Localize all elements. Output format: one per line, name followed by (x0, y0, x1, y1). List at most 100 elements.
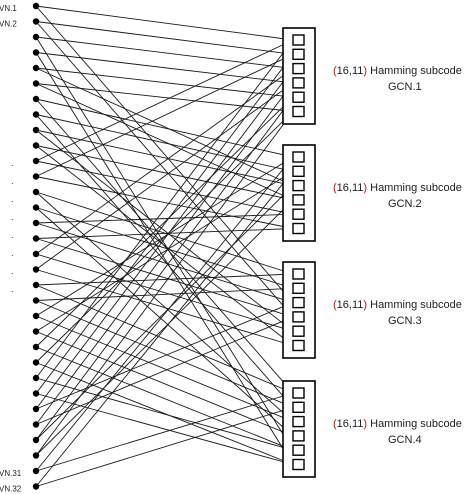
edge (35, 36, 294, 70)
check-node-port (292, 222, 305, 235)
ellipsis-dot: . (11, 266, 14, 276)
variable-node (32, 359, 40, 366)
check-node-port (292, 458, 305, 471)
edge (35, 145, 294, 201)
code-params: 16,11 (337, 299, 364, 311)
edge (35, 269, 294, 346)
check-node-port (292, 105, 305, 118)
variable-node-label: VN.32 (0, 485, 22, 494)
edge (35, 300, 294, 408)
check-node-port (292, 77, 305, 89)
code-params: 16,11 (337, 418, 364, 430)
variable-node (32, 374, 40, 382)
variable-node (32, 111, 40, 118)
edge (35, 238, 294, 318)
edge (35, 253, 294, 332)
variable-node (32, 142, 40, 149)
paren-open: ( (333, 65, 337, 77)
check-node-code-label: (16,11) Hamming subcode (333, 418, 462, 430)
edge (35, 377, 294, 451)
paren-open: ( (333, 299, 337, 311)
variable-node (32, 343, 40, 351)
paren-close: ) (363, 182, 367, 194)
edge (35, 96, 294, 441)
code-type: Hamming subcode (367, 299, 462, 311)
paren-open: ( (333, 418, 337, 430)
variable-node (32, 188, 40, 196)
edge (35, 52, 294, 84)
edge (35, 67, 294, 187)
variable-node (32, 80, 40, 87)
edge (35, 114, 294, 172)
variable-node (32, 312, 40, 320)
variable-node (32, 235, 40, 242)
check-node-port (292, 34, 305, 46)
edge (35, 191, 294, 422)
ellipsis-dot: . (11, 158, 14, 168)
check-node-name: GCN.4 (388, 434, 422, 446)
edge (35, 392, 294, 472)
edge (35, 176, 294, 229)
variable-node (32, 250, 40, 258)
code-type: Hamming subcode (367, 418, 462, 430)
check-node-name: GCN.1 (388, 81, 422, 93)
code-type: Hamming subcode (367, 65, 462, 77)
edge (35, 111, 294, 363)
ellipsis-dot: . (11, 194, 14, 204)
variable-node (32, 33, 40, 41)
variable-node (32, 2, 40, 10)
check-node-port (292, 387, 305, 399)
edge (35, 129, 294, 187)
edge (35, 52, 294, 465)
edge (35, 331, 294, 437)
edge (35, 21, 294, 318)
variable-node (32, 173, 40, 180)
edge (35, 222, 294, 304)
edge (35, 36, 294, 451)
variable-node (32, 467, 40, 475)
edge-group (35, 5, 294, 487)
paren-open: ( (333, 182, 337, 194)
check-node-port (292, 165, 305, 178)
check-node-port (292, 401, 305, 413)
variable-node (32, 390, 40, 397)
edge (35, 315, 294, 423)
edge (35, 96, 294, 348)
edge (35, 207, 294, 289)
edge (35, 287, 294, 301)
ellipsis-dot: . (11, 212, 14, 222)
variable-node (32, 436, 40, 444)
paren-close: ) (363, 299, 367, 311)
edge (35, 129, 294, 332)
variable-node (32, 204, 40, 211)
ellipsis-dot: . (11, 248, 14, 258)
edge (35, 53, 294, 177)
variable-node-group (32, 2, 40, 490)
edge (35, 98, 294, 158)
check-node-code-label: (16,11) Hamming subcode (333, 182, 462, 194)
check-node-port (292, 91, 305, 103)
check-node-port (292, 282, 305, 294)
check-node-port (292, 179, 305, 192)
edge (35, 213, 294, 224)
edge (35, 5, 294, 303)
edge (35, 302, 294, 410)
paren-close: ) (363, 418, 367, 430)
edge (35, 284, 294, 394)
ellipsis-dot: . (11, 176, 14, 186)
variable-node (32, 64, 40, 72)
edge (35, 156, 294, 472)
variable-node (32, 18, 40, 25)
edge (35, 68, 294, 255)
ellipsis-dot: . (11, 230, 14, 240)
check-node-name: GCN.3 (388, 315, 422, 327)
edge (35, 39, 294, 379)
edge (35, 68, 294, 410)
edge (35, 273, 294, 286)
check-node-port (292, 62, 305, 75)
variable-node-ellipsis: ........ (11, 158, 14, 294)
